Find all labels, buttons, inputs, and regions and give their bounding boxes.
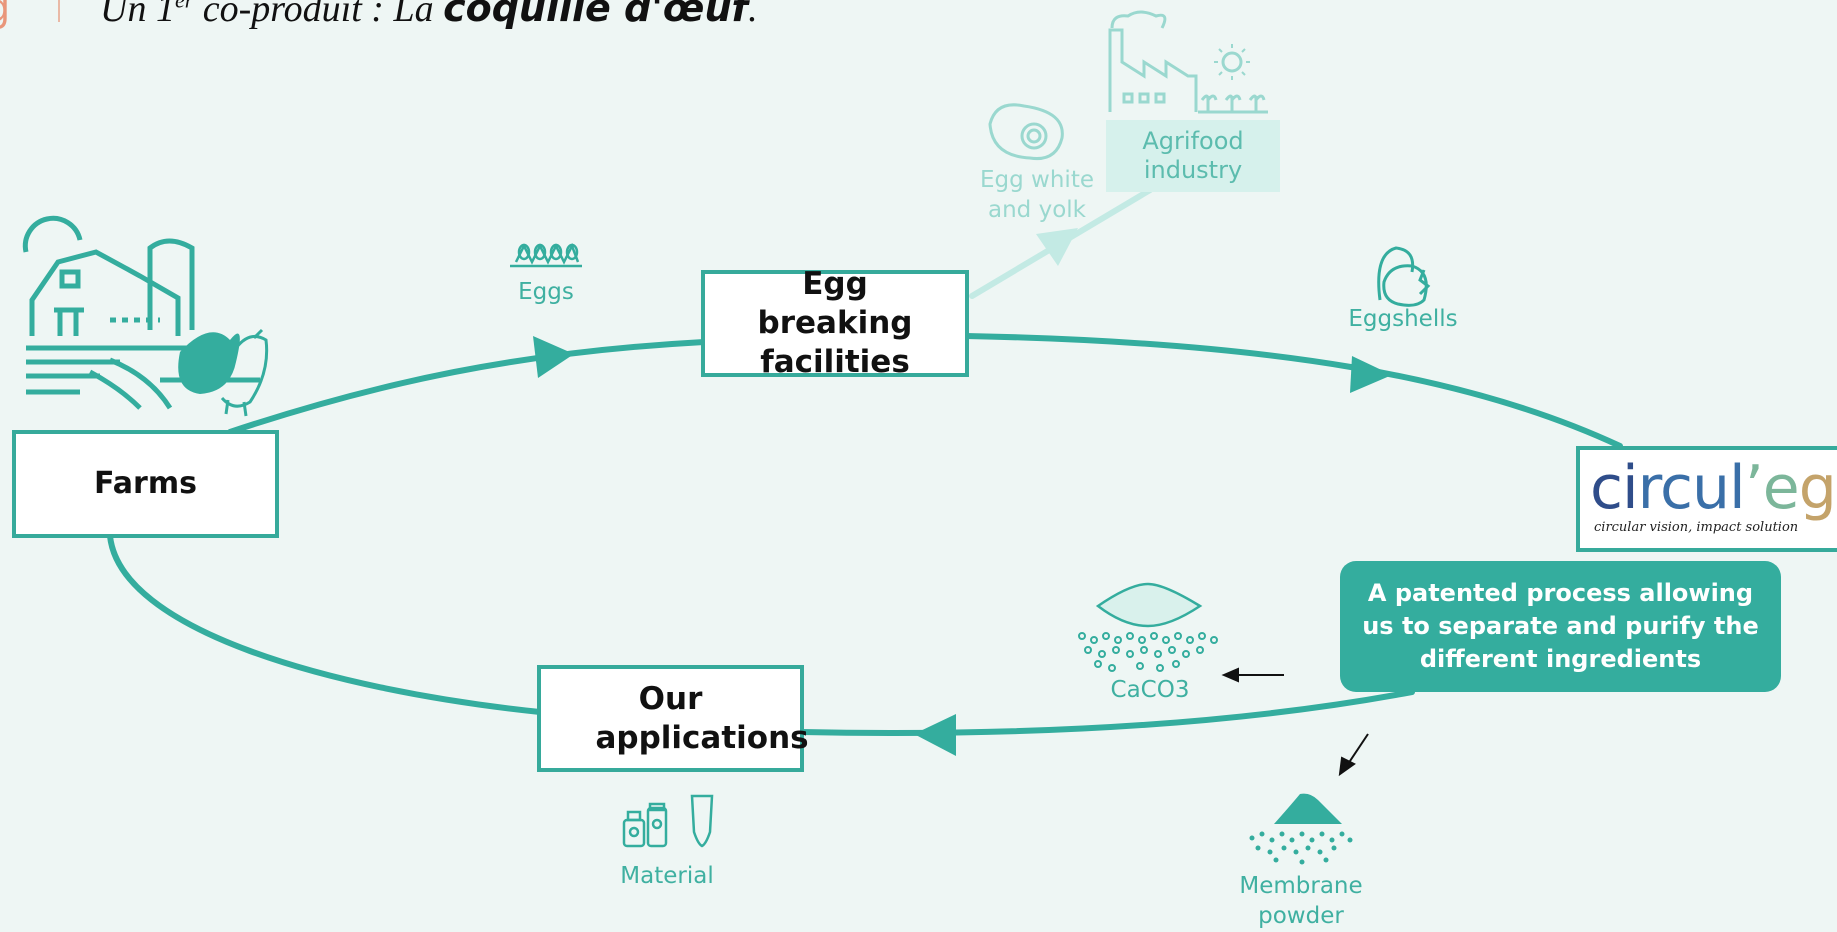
cosmetics-icon <box>622 794 714 848</box>
brand-part-5: g <box>1798 453 1837 523</box>
membrane-powder-label: Membrane powder <box>1239 873 1363 929</box>
arrow-to-membrane <box>1347 733 1369 765</box>
fried-egg-icon <box>988 103 1064 161</box>
egg-breaking-label: Egg breaking facilities <box>757 266 913 380</box>
title-middle: co-produit : La <box>193 0 444 30</box>
process-text: A patented process allowing us to separa… <box>1362 578 1759 674</box>
egg-tray-icon <box>510 242 582 268</box>
process-callout: A patented process allowing us to separa… <box>1340 561 1781 692</box>
brand-tagline: circular vision, impact solution <box>1594 520 1799 535</box>
eggshell-icon <box>1377 246 1431 307</box>
arrow-egg-white <box>1036 228 1078 266</box>
brand-part-2: i <box>1622 453 1639 523</box>
circulegg-logo-box: circul’egg circular vision, impact solut… <box>1576 446 1837 552</box>
brand-part-1: c <box>1590 453 1623 523</box>
caco3-pile-icon <box>1078 582 1218 672</box>
farms-label: Farms <box>94 466 197 502</box>
brand-part-4: ’e <box>1744 453 1800 523</box>
chicken-icon <box>178 328 269 417</box>
header: g Un 1er co-produit : La coquille d'œuf. <box>0 0 1837 34</box>
arrow-applications <box>914 714 956 756</box>
title-prefix: Un 1 <box>100 0 175 30</box>
arc-egg-breaking-to-brand <box>963 333 1623 449</box>
membrane-powder-icon <box>1249 793 1353 865</box>
farms-box: Farms <box>12 430 279 538</box>
brand-part-3: rcul <box>1637 453 1746 523</box>
egg-white-yolk-label: Egg white and yolk <box>980 167 1094 223</box>
applications-label: Our applications <box>595 680 809 756</box>
applications-box: Our applications <box>537 665 809 772</box>
header-separator <box>58 0 60 22</box>
caco3-label: CaCO3 <box>1110 677 1190 703</box>
logo-fragment: g <box>0 0 10 30</box>
title-bold: coquille d'œuf <box>443 0 749 30</box>
arrow-eggshells <box>1350 356 1392 393</box>
factory-icon <box>1108 10 1268 114</box>
material-label: Material <box>620 863 714 889</box>
arc-process-to-applications <box>799 689 1415 736</box>
title-superscript: er <box>175 0 193 12</box>
arrow-to-membrane-head <box>1338 756 1356 777</box>
title-end: . <box>748 0 758 30</box>
arrow-to-caco3-head <box>1221 667 1239 683</box>
page-title: Un 1er co-produit : La coquille d'œuf. <box>100 0 758 31</box>
arrow-eggs <box>533 336 574 378</box>
arc-farms-to-applications <box>107 533 543 715</box>
agrifood-label: Agrifood industry <box>1142 127 1244 184</box>
eggs-label: Eggs <box>518 279 574 305</box>
arc-farms-to-egg-breaking <box>227 339 707 435</box>
brand-part-6: g <box>1836 453 1837 523</box>
brand-name: circul’egg <box>1590 458 1837 518</box>
eggshells-label: Eggshells <box>1348 306 1458 332</box>
egg-breaking-box: Egg breaking facilities <box>701 266 969 380</box>
agrifood-box: Agrifood industry <box>1106 120 1280 192</box>
